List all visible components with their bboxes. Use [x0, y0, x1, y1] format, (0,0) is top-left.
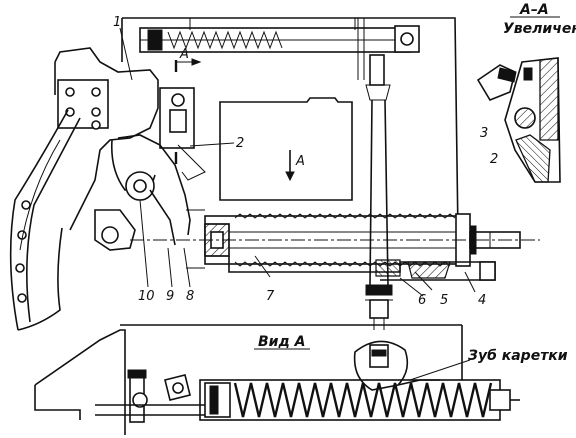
carriage-wheel: Зуб каретки [353, 340, 568, 391]
callout-5: 5 [440, 293, 448, 308]
curved-shoe [9, 109, 81, 331]
view-title: Вид А [258, 334, 306, 350]
view-a-bolts [95, 369, 210, 423]
upper-housing [121, 17, 459, 236]
cam-block: А [159, 47, 206, 181]
top-spring-rod [139, 18, 420, 80]
callout-10: 10 [138, 289, 155, 304]
callout-3: 3 [480, 126, 488, 141]
lower-bracket [186, 209, 496, 281]
callout-7: 7 [266, 289, 275, 304]
callout-numbers: 1 2 3 2 4 5 6 7 8 9 10 [113, 15, 498, 308]
section-a-a: А–А Увеличено [476, 2, 576, 183]
callout-1: 1 [113, 15, 121, 30]
view-a-spring [199, 379, 520, 421]
callout-2-main: 2 [236, 136, 244, 151]
arrow-a-label: А [295, 154, 305, 169]
callout-9: 9 [166, 289, 174, 304]
left-bracket [54, 47, 159, 231]
main-view: А [9, 17, 540, 331]
vertical-rod [365, 54, 393, 330]
view-a: Вид А Зуб каретки [34, 324, 568, 435]
view-a-housing-foot [34, 385, 81, 420]
leader-lines [119, 27, 476, 297]
callout-2-section: 2 [490, 152, 498, 167]
section-title: А–А [519, 2, 549, 18]
callout-6: 6 [418, 293, 426, 308]
section-subtitle: Увеличено [503, 21, 576, 37]
callout-4: 4 [478, 293, 486, 308]
callout-8: 8 [186, 289, 194, 304]
window-panel: А [219, 97, 353, 201]
carriage-tooth-label: Зуб каретки [468, 348, 568, 364]
view-a-housing-left [34, 329, 126, 435]
section-arrow-label: А [179, 47, 189, 62]
